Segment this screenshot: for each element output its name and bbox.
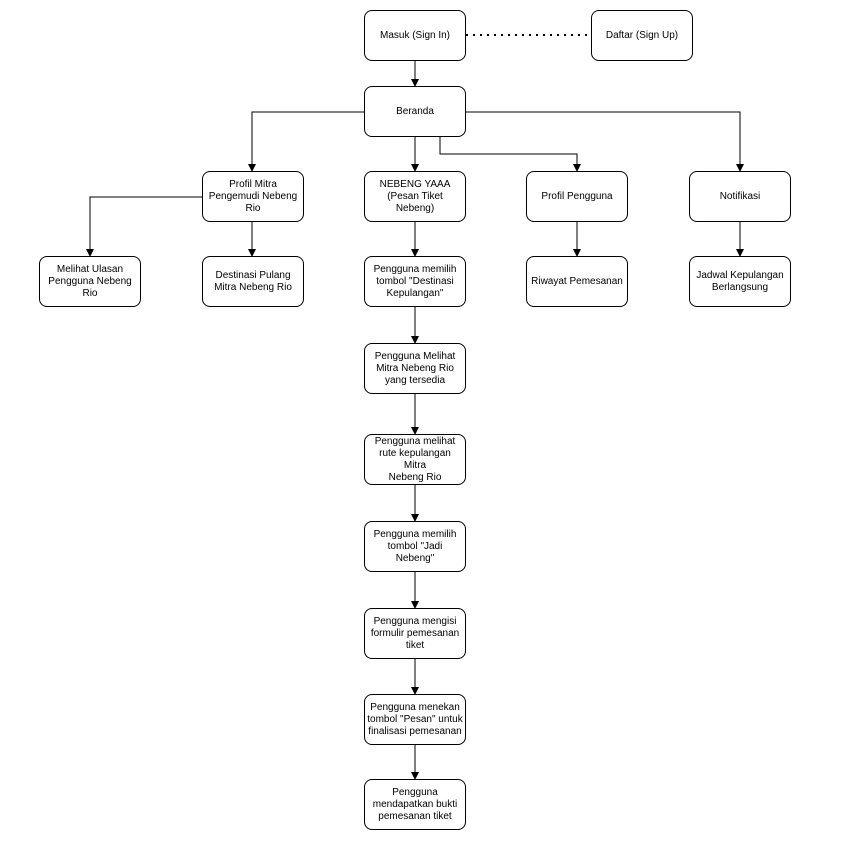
- arrow-profil-mitra-ulasan: [86, 196, 202, 257]
- node-isi-formulir: Pengguna mengisi formulir pemesanan tike…: [364, 608, 466, 659]
- node-nebeng: NEBENG YAAA (Pesan Tiket Nebeng): [364, 171, 466, 222]
- node-notifikasi: Notifikasi: [689, 171, 791, 222]
- node-lihat-rute: Pengguna melihat rute kepulangan Mitra N…: [364, 434, 466, 485]
- node-daftar: Daftar (Sign Up): [591, 10, 693, 61]
- node-pilih-destinasi: Pengguna memilih tombol "Destinasi Kepul…: [364, 256, 466, 307]
- node-lihat-mitra: Pengguna Melihat Mitra Nebeng Rio yang t…: [364, 343, 466, 394]
- arrow-beranda-notifikasi: [466, 111, 744, 172]
- node-jadwal: Jadwal Kepulangan Berlangsung: [689, 256, 791, 307]
- node-profil-pengguna: Profil Pengguna: [526, 171, 628, 222]
- node-bukti: Pengguna mendapatkan bukti pemesanan tik…: [364, 779, 466, 830]
- arrow-beranda-profil-mitra: [248, 111, 364, 172]
- node-tekan-pesan: Pengguna menekan tombol "Pesan" untuk fi…: [364, 694, 466, 745]
- node-beranda: Beranda: [364, 86, 466, 137]
- node-masuk: Masuk (Sign In): [364, 10, 466, 61]
- node-pilih-jadi: Pengguna memilih tombol "Jadi Nebeng": [364, 521, 466, 572]
- node-ulasan: Melihat Ulasan Pengguna Nebeng Rio: [39, 256, 141, 307]
- node-profil-mitra: Profil Mitra Pengemudi Nebeng Rio: [202, 171, 304, 222]
- node-destinasi-pulang: Destinasi Pulang Mitra Nebeng Rio: [202, 256, 304, 307]
- node-riwayat: Riwayat Pemesanan: [526, 256, 628, 307]
- arrow-beranda-profil-pengguna: [439, 137, 581, 172]
